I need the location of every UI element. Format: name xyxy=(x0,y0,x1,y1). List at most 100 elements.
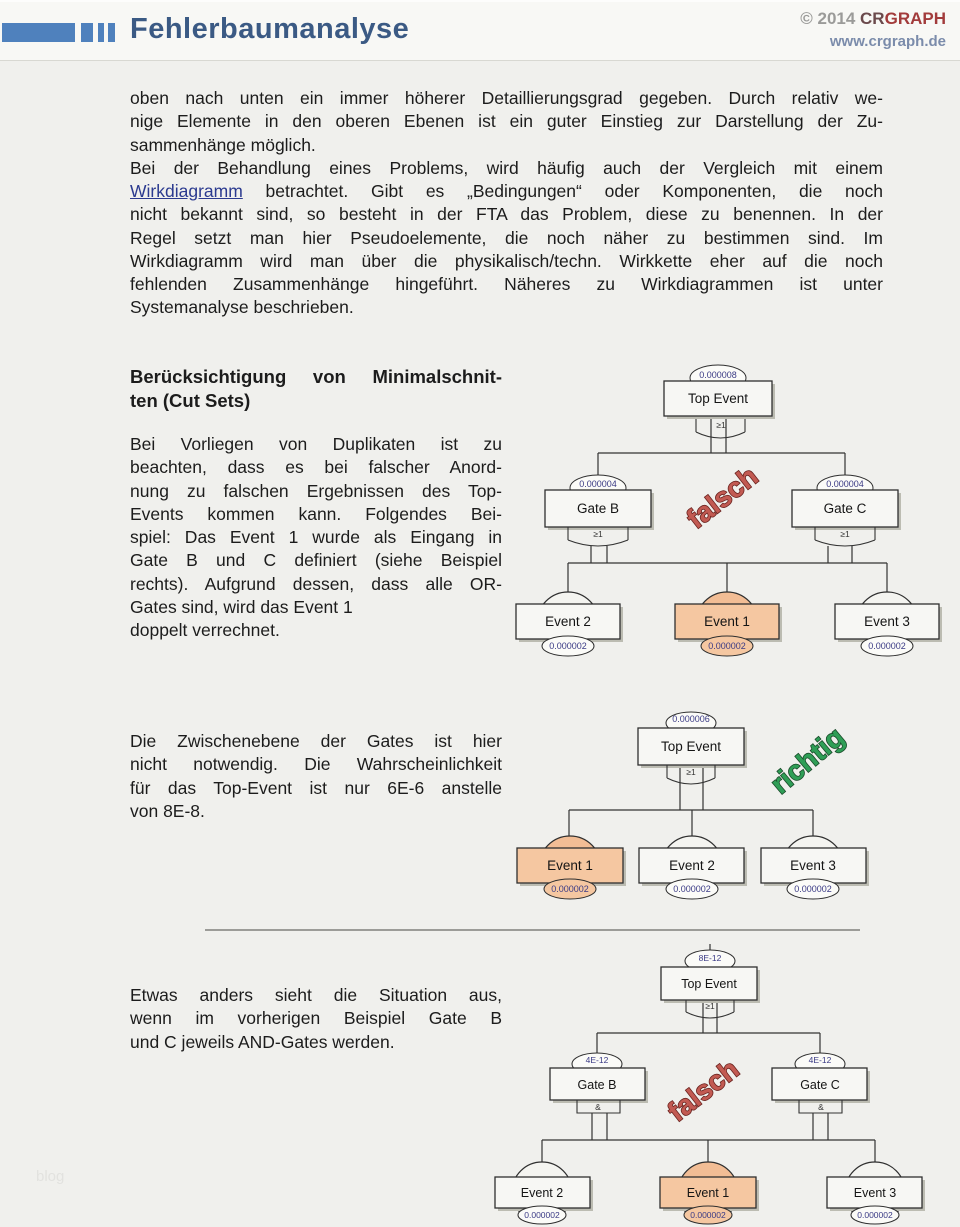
intro-paragraph: oben nach unten ein immer höherer Detail… xyxy=(130,87,883,320)
node-value: 0.000002 xyxy=(524,1210,560,1220)
node-top-event: 8E-12 Top Event ≥1 xyxy=(660,949,760,1019)
cutsets-paragraph: Bei Vorliegen von Duplikaten ist zu beach… xyxy=(130,433,502,642)
website-link[interactable]: www.crgraph.de xyxy=(829,33,946,50)
text-line: und C jeweils AND-Gates werden. xyxy=(130,1031,395,1052)
connector-lines xyxy=(568,765,814,837)
text-line: spiel: Das Event 1 wurde als Eingang in xyxy=(130,527,502,547)
node-value: 0.000002 xyxy=(673,884,711,894)
node-value: 8E-12 xyxy=(699,953,722,963)
logo-bar-icon xyxy=(2,23,75,42)
falsch-stamp: falsch xyxy=(681,460,764,534)
text-line: rechts). Aufgrund dessen, dass alle OR- xyxy=(130,573,502,594)
text-line: Bei der Behandlung eines Problems, wird … xyxy=(130,157,883,178)
text-line: fehlenden Zusammenhänge hingeführt. Nähe… xyxy=(130,274,883,294)
node-label: Event 3 xyxy=(864,614,910,629)
text-line: beachten, dass es bei falscher Anord- xyxy=(130,457,502,478)
node-value: 0.000002 xyxy=(551,884,589,894)
gate-symbol: ≥1 xyxy=(705,1001,715,1011)
node-box xyxy=(544,489,652,528)
section-divider xyxy=(205,929,860,931)
node-label: Gate B xyxy=(577,501,619,516)
node-box xyxy=(638,847,745,884)
brand-cr: CR xyxy=(860,9,885,28)
node-label: Gate B xyxy=(578,1078,617,1092)
node-event-3: Event 3 0.000002 xyxy=(826,1161,925,1225)
node-gate-c: 4E-12 Gate C & xyxy=(771,1052,870,1114)
text-line: nige Elemente in den oberen Ebenen ist e… xyxy=(130,111,883,132)
wirkdiagramm-link[interactable]: Wirkdiagramm xyxy=(130,181,243,201)
and-gate-icon xyxy=(798,1100,843,1114)
gate-symbol: ≥1 xyxy=(686,767,696,777)
text-line: nicht notwendig. Die Wahrscheinlichkeit xyxy=(130,754,502,775)
node-value: 0.000006 xyxy=(672,714,710,724)
logo-bar-icon xyxy=(81,23,93,42)
text-line: Systemanalyse beschrieben. xyxy=(130,297,354,318)
node-label: Gate C xyxy=(824,501,867,516)
fault-tree-diagram-and-wrong: 8E-12 Top Event ≥1 4E-12 Gate B & 4E-12 … xyxy=(494,944,925,1225)
or-gate-icon xyxy=(685,1000,735,1019)
node-value: 0.000002 xyxy=(690,1210,726,1220)
node-label: Event 3 xyxy=(790,858,836,873)
richtig-stamp: richtig xyxy=(765,721,850,800)
text-line: Regel setzt man hier Pseudoelemente, die… xyxy=(130,227,883,248)
text-line: Wirkdiagramm betrachtet. Gibt es „Beding… xyxy=(130,181,883,201)
text-line: Gate B und C definiert (siehe Beispiel xyxy=(130,550,502,571)
or-gate-icon xyxy=(814,527,876,547)
node-value: 0.000008 xyxy=(699,370,737,380)
node-label: Gate C xyxy=(800,1078,840,1092)
text-line: nung zu falschen Ergebnissen des Top- xyxy=(130,480,502,501)
node-event-2: Event 2 0.000002 xyxy=(515,591,623,657)
node-label: Event 1 xyxy=(687,1186,729,1200)
node-label: Event 2 xyxy=(545,614,591,629)
node-event-2: Event 2 0.000002 xyxy=(638,835,747,900)
or-gate-icon xyxy=(666,765,716,785)
node-event-3: Event 3 0.000002 xyxy=(760,835,869,900)
fault-tree-diagram-correct: 0.000006 Top Event ≥1 Event 1 0.000002 E… xyxy=(516,711,869,900)
node-box xyxy=(660,966,758,1001)
text-line: Etwas anders sieht die Situation aus, xyxy=(130,985,502,1005)
gate-symbol: & xyxy=(818,1102,824,1112)
fault-tree-diagram-or-wrong: 0.000008 Top Event ≥1 0.000004 Gate B ≥1… xyxy=(515,364,942,657)
node-box xyxy=(494,1176,591,1209)
gate-symbol: ≥1 xyxy=(716,420,726,430)
text-line: Events kommen kann. Folgendes Bei- xyxy=(130,503,502,524)
node-label: Event 1 xyxy=(704,614,750,629)
intermediate-level-paragraph: Die Zwischenebene der Gates ist hier nich… xyxy=(130,730,502,823)
node-box xyxy=(674,603,780,640)
or-gate-icon xyxy=(567,527,629,547)
brand-graph: GRAPH xyxy=(884,9,946,28)
node-box xyxy=(663,380,773,417)
and-gate-icon xyxy=(576,1100,621,1114)
node-box xyxy=(834,603,940,640)
node-label: Top Event xyxy=(688,391,748,406)
node-box xyxy=(637,727,745,766)
text-line: von 8E-8. xyxy=(130,800,205,821)
node-value: 4E-12 xyxy=(586,1055,609,1065)
node-label: Event 2 xyxy=(521,1186,563,1200)
text-line: Gates sind, wird das Event 1 xyxy=(130,596,353,617)
node-value: 0.000002 xyxy=(549,641,587,651)
node-top-event: 0.000008 Top Event ≥1 xyxy=(663,364,775,439)
node-event-1-highlighted: Event 1 0.000002 xyxy=(659,1161,759,1225)
gate-symbol: ≥1 xyxy=(840,529,850,539)
text-line: Bei Vorliegen von Duplikaten ist zu xyxy=(130,434,502,454)
copyright-text: © 2014 xyxy=(800,9,861,28)
node-event-3: Event 3 0.000002 xyxy=(834,591,942,657)
node-label: Event 3 xyxy=(854,1186,896,1200)
gate-symbol: & xyxy=(595,1102,601,1112)
section-heading: Berücksichtigung von Minimalschnit-ten (… xyxy=(130,365,502,413)
node-gate-b: 0.000004 Gate B ≥1 xyxy=(544,474,654,547)
node-box xyxy=(760,847,867,884)
node-gate-c: 0.000004 Gate C ≥1 xyxy=(791,474,901,547)
text-line: wenn im vorherigen Beispiel Gate B xyxy=(130,1008,502,1029)
text-line: Die Zwischenebene der Gates ist hier xyxy=(130,731,502,751)
text-line: Wirkdiagramm wird man über die physikali… xyxy=(130,250,883,271)
node-box xyxy=(515,603,621,640)
text-line: sammenhänge möglich. xyxy=(130,134,316,155)
text-line: Berücksichtigung von Minimalschnit- xyxy=(130,366,502,387)
blog-watermark: blog xyxy=(36,1168,65,1185)
logo-bar-icon xyxy=(108,23,115,42)
node-value: 0.000004 xyxy=(826,479,864,489)
text-line: doppelt verrechnet. xyxy=(130,620,280,640)
